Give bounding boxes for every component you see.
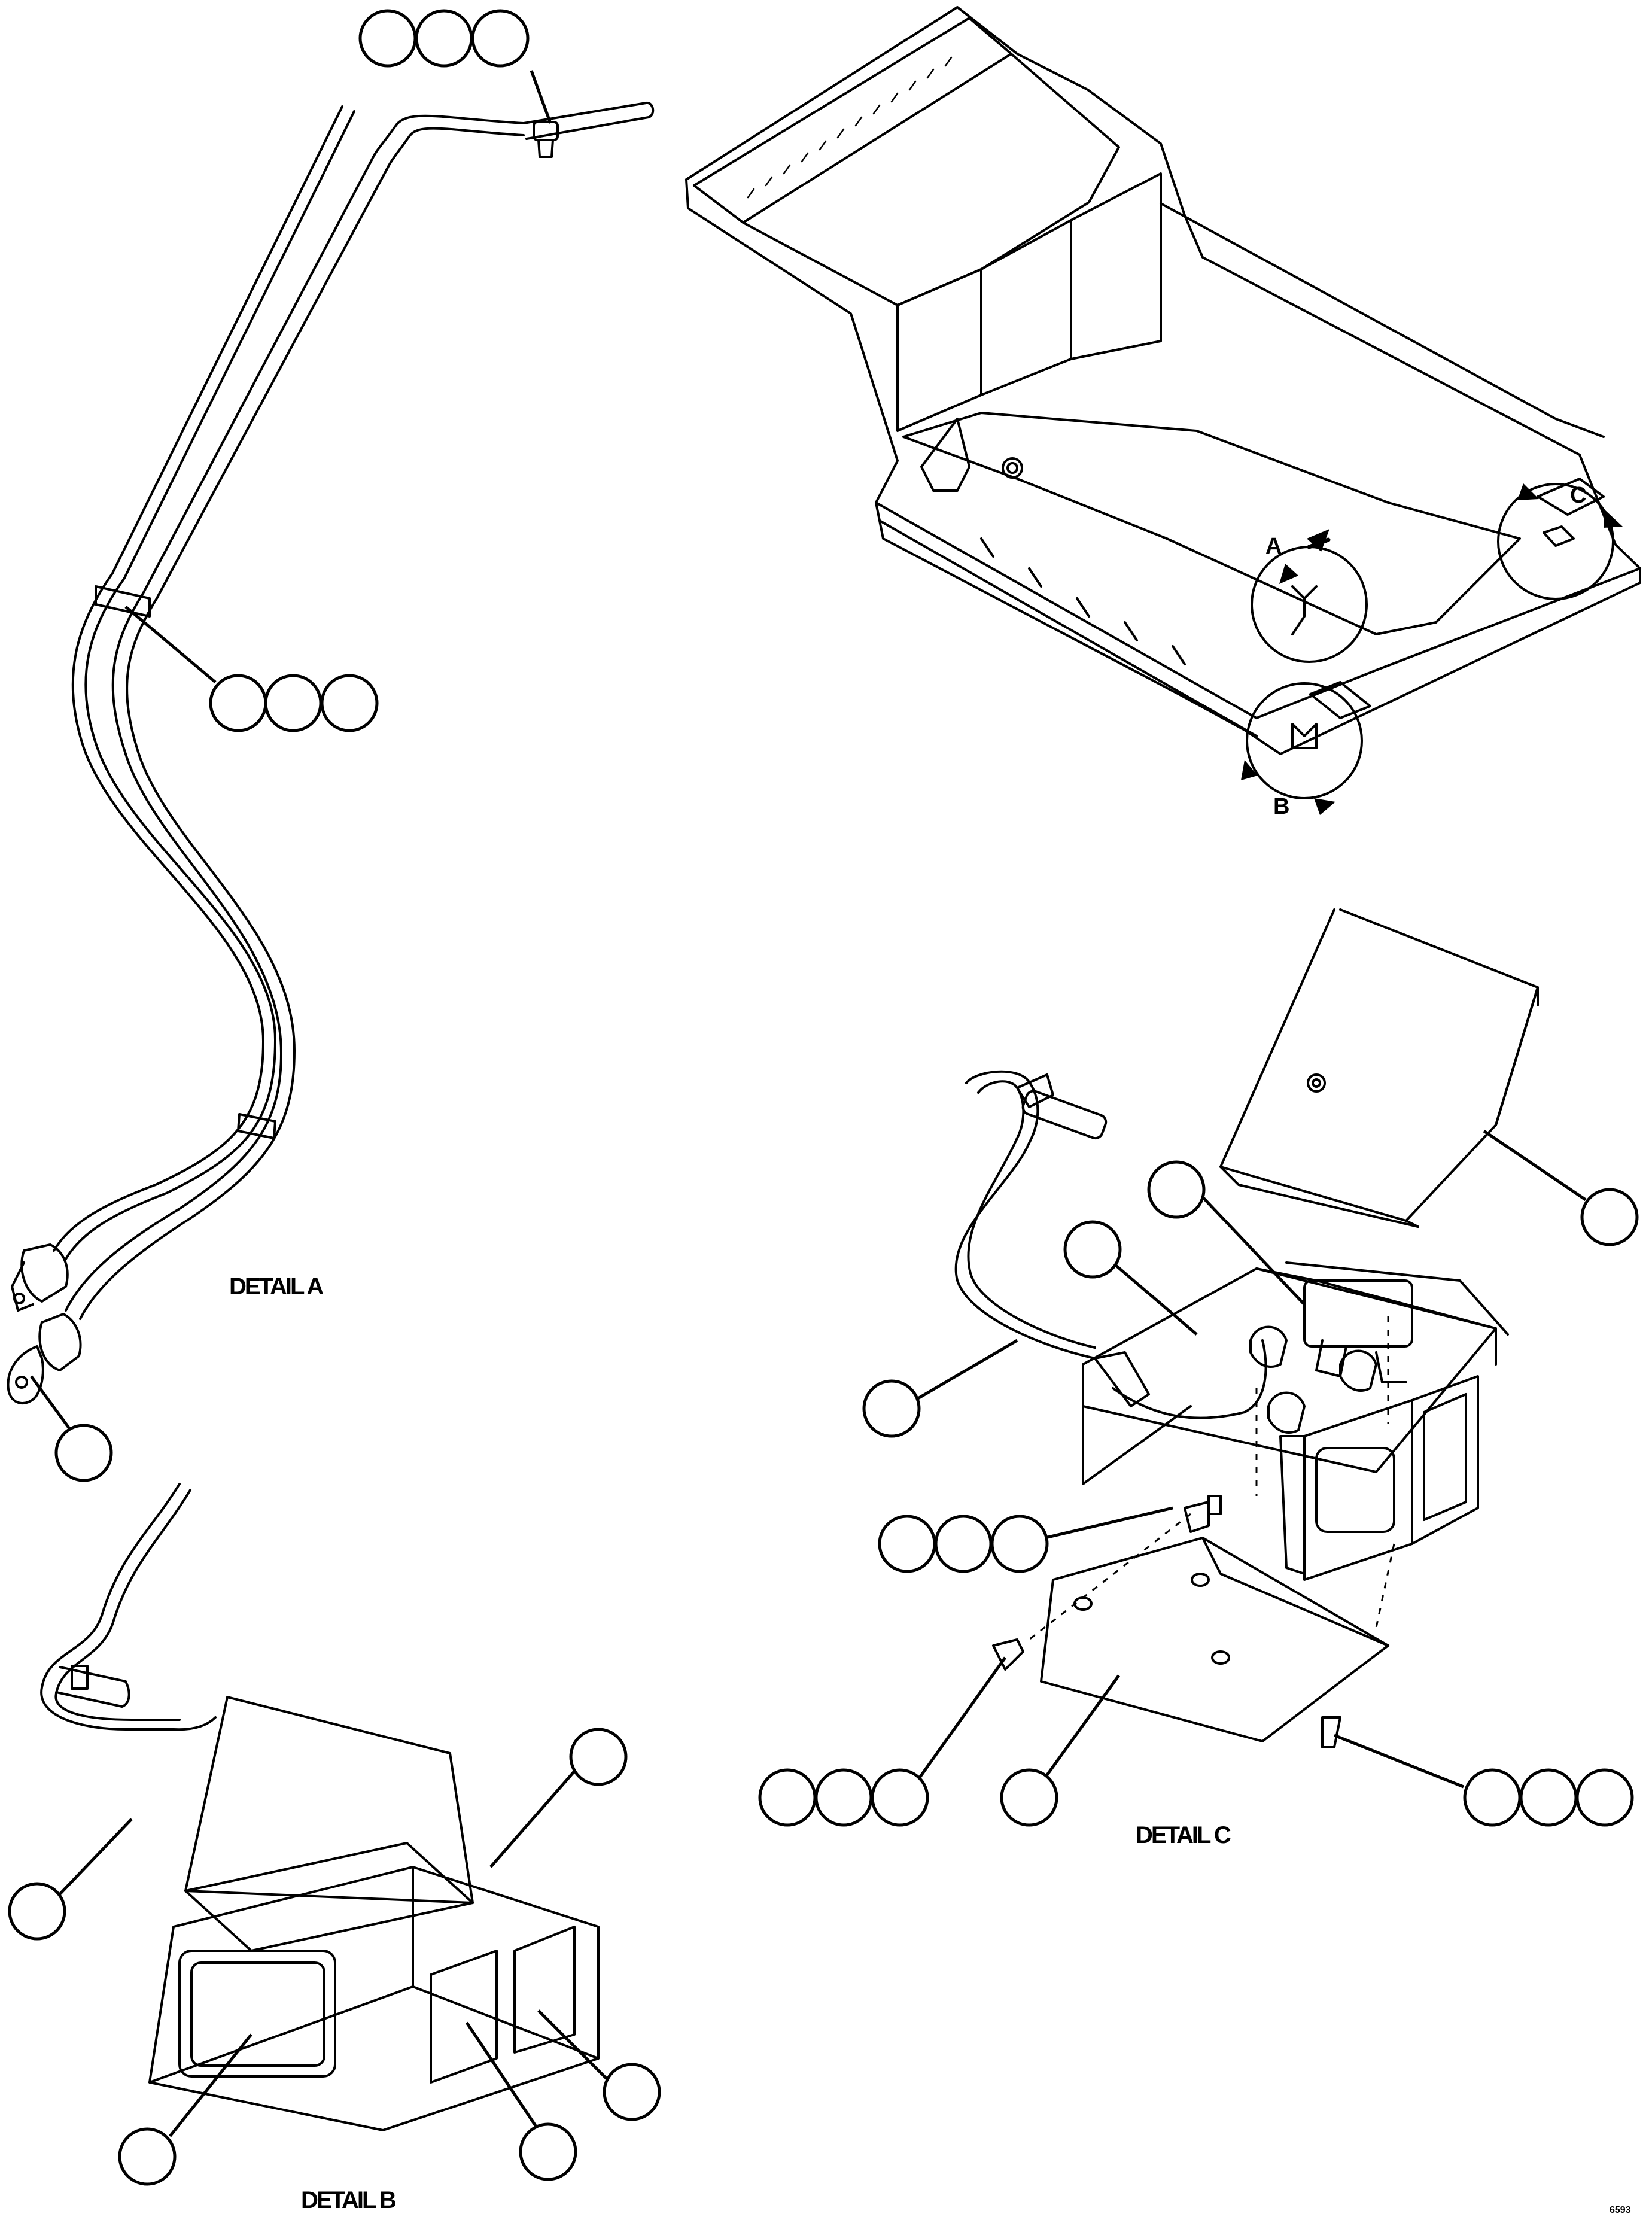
detail-b-label: DETAIL B: [301, 2187, 396, 2213]
balloon: [1580, 1188, 1639, 1246]
balloon: [8, 1882, 66, 1941]
balloon: [1575, 1768, 1634, 1827]
balloon: [54, 1424, 113, 1482]
balloon: [118, 2127, 177, 2186]
view-letter-c: C: [1570, 483, 1586, 508]
balloon: [603, 2063, 661, 2121]
detail-a-label: DETAIL A: [229, 1273, 323, 1300]
balloon: [1000, 1768, 1058, 1827]
balloons-detail-b: [8, 1728, 661, 2186]
balloon: [264, 674, 323, 732]
balloon: [320, 674, 379, 732]
detail-b-view-circle: [1246, 682, 1363, 799]
balloon: [990, 1515, 1049, 1573]
balloon: [1147, 1160, 1206, 1219]
view-letter-b: B: [1273, 794, 1289, 819]
view-letter-a: A: [1265, 534, 1282, 559]
detail-c-label: DETAIL C: [1136, 1822, 1231, 1848]
bucket-overview: A B C: [685, 6, 1641, 819]
balloon: [934, 1515, 993, 1573]
detail-c-exploded-view: [954, 908, 1539, 1748]
balloon: [871, 1768, 929, 1827]
balloons-detail-a: [29, 9, 552, 1482]
balloon: [1519, 1768, 1578, 1827]
balloon: [1463, 1768, 1522, 1827]
balloon: [519, 2122, 577, 2181]
balloon: [814, 1768, 873, 1827]
balloon: [471, 9, 530, 68]
detail-c-view-circle: [1497, 483, 1614, 600]
balloon: [569, 1728, 628, 1786]
detail-b-light-assembly: [40, 1483, 600, 2131]
balloon: [358, 9, 417, 68]
balloon: [878, 1515, 936, 1573]
balloon: [862, 1379, 921, 1438]
balloon: [415, 9, 473, 68]
balloon: [1063, 1220, 1122, 1279]
balloon: [758, 1768, 817, 1827]
balloon: [209, 674, 267, 732]
drawing-code: 6593: [1610, 2205, 1631, 2215]
detail-a-harness: [7, 101, 655, 1404]
balloons-detail-c: [758, 1129, 1639, 1827]
